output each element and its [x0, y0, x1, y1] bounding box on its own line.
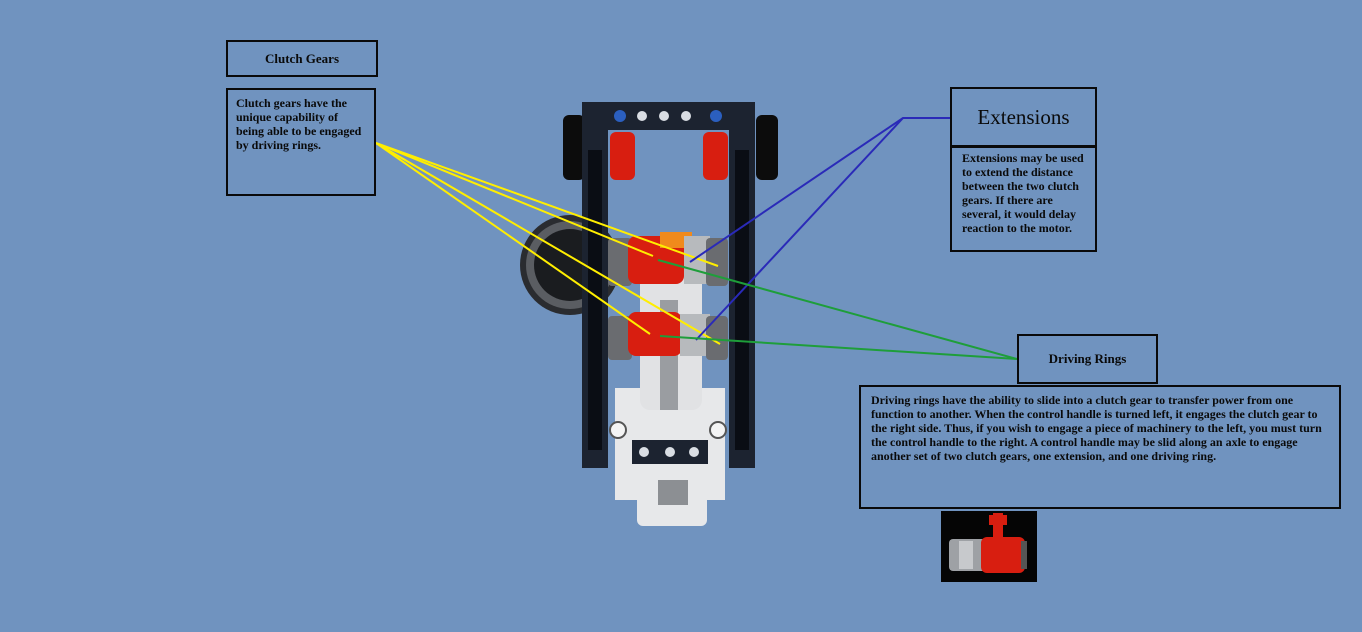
clutch-gears-description: Clutch gears have the unique capability … — [226, 88, 376, 196]
extensions-description: Extensions may be used to extend the dis… — [950, 146, 1097, 252]
driving-ring-thumbnail — [941, 511, 1037, 582]
extensions-title: Extensions — [950, 87, 1097, 147]
driving-rings-description: Driving rings have the ability to slide … — [859, 385, 1341, 509]
driving-rings-title: Driving Rings — [1017, 334, 1158, 384]
clutch-gears-title: Clutch Gears — [226, 40, 378, 77]
